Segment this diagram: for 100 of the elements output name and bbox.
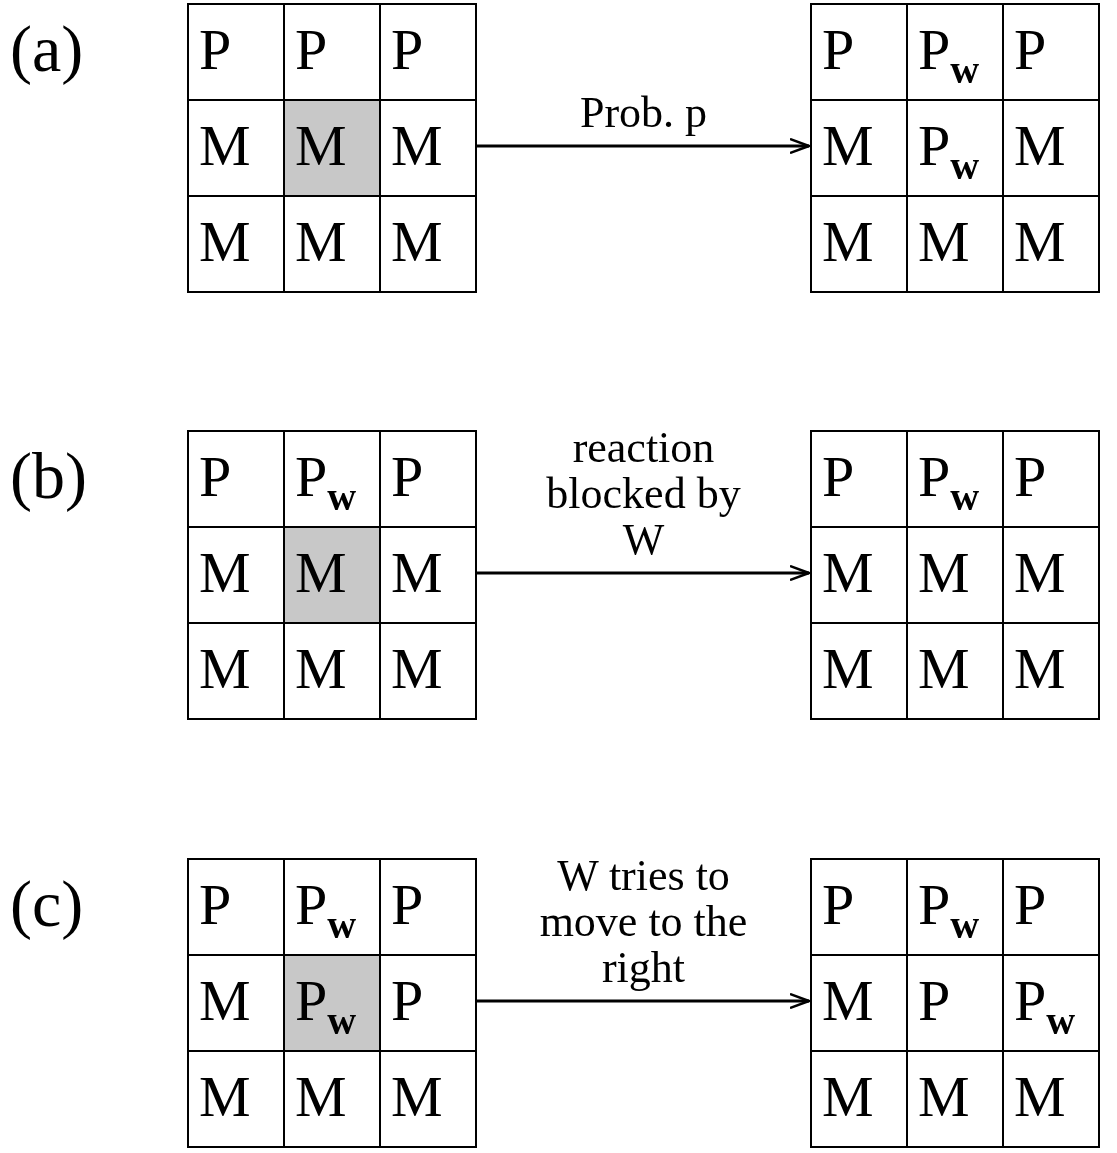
lattice-cell xyxy=(812,860,908,956)
lattice-cell xyxy=(812,197,908,293)
cell-symbol: P$_{w}$ xyxy=(295,872,357,938)
cell-symbol: M xyxy=(391,636,443,702)
cell-symbol: M xyxy=(822,540,874,606)
lattice-cell xyxy=(812,5,908,101)
lattice-grid xyxy=(810,858,1100,1148)
lattice-cell xyxy=(908,1052,1004,1148)
lattice-cell xyxy=(908,860,1004,956)
lattice-grid xyxy=(810,3,1100,293)
panel-label: (b) xyxy=(10,440,87,512)
lattice-cell xyxy=(381,624,477,720)
lattice-cell xyxy=(285,197,381,293)
lattice-cell xyxy=(908,528,1004,624)
cell-symbol: P xyxy=(918,968,951,1034)
cell-symbol: M xyxy=(391,113,443,179)
cell-symbol: P xyxy=(1014,872,1047,938)
cell-symbol: M xyxy=(822,636,874,702)
cell-symbol: M xyxy=(199,540,251,606)
lattice-cell xyxy=(1004,101,1100,197)
cell-symbol: P$_{w}$ xyxy=(1014,968,1076,1034)
lattice-grid xyxy=(187,3,477,293)
cell-symbol: M xyxy=(295,209,347,275)
cell-symbol: M xyxy=(1014,540,1066,606)
cell-symbol: P$_{w}$ xyxy=(295,444,357,510)
cell-symbol: M xyxy=(199,113,251,179)
cell-symbol: P xyxy=(391,872,424,938)
lattice-cell xyxy=(812,432,908,528)
cell-symbol: M xyxy=(391,1064,443,1130)
cell-symbol: M xyxy=(822,968,874,1034)
cell-symbol: P xyxy=(391,444,424,510)
lattice-cell xyxy=(189,1052,285,1148)
lattice-cell xyxy=(1004,1052,1100,1148)
cell-symbol: P xyxy=(391,968,424,1034)
arrow xyxy=(477,992,811,1010)
lattice-cell xyxy=(812,1052,908,1148)
cell-symbol: M xyxy=(822,1064,874,1130)
panel-label: (c) xyxy=(10,868,84,940)
cell-symbol: P xyxy=(1014,444,1047,510)
lattice-cell xyxy=(381,101,477,197)
lattice-cell xyxy=(189,432,285,528)
lattice-cell xyxy=(285,624,381,720)
lattice-cell xyxy=(1004,956,1100,1052)
cell-symbol: M xyxy=(918,636,970,702)
cell-symbol: P xyxy=(391,17,424,83)
cell-symbol: M xyxy=(199,1064,251,1130)
cell-symbol: P$_{w}$ xyxy=(918,17,980,83)
cell-symbol: M xyxy=(295,1064,347,1130)
lattice-cell xyxy=(381,432,477,528)
lattice-cell xyxy=(285,528,381,624)
cell-symbol: P$_{w}$ xyxy=(295,968,357,1034)
cell-symbol: M xyxy=(822,209,874,275)
lattice-cell xyxy=(189,624,285,720)
lattice-cell xyxy=(908,5,1004,101)
lattice-cell xyxy=(381,1052,477,1148)
lattice-cell xyxy=(381,860,477,956)
lattice-cell xyxy=(285,956,381,1052)
cell-symbol: P xyxy=(199,872,232,938)
cell-symbol: M xyxy=(918,209,970,275)
lattice-cell xyxy=(812,624,908,720)
lattice-cell xyxy=(1004,624,1100,720)
cell-symbol: M xyxy=(199,968,251,1034)
cell-symbol: P xyxy=(822,444,855,510)
lattice-cell xyxy=(908,624,1004,720)
lattice-cell xyxy=(908,956,1004,1052)
lattice-cell xyxy=(381,528,477,624)
lattice-grid xyxy=(187,858,477,1148)
cell-symbol: M xyxy=(391,540,443,606)
lattice-cell xyxy=(1004,432,1100,528)
cell-symbol: P xyxy=(1014,17,1047,83)
cell-symbol: M xyxy=(918,1064,970,1130)
lattice-cell xyxy=(1004,860,1100,956)
lattice-cell xyxy=(1004,197,1100,293)
cell-symbol: P xyxy=(822,872,855,938)
lattice-cell xyxy=(285,1052,381,1148)
lattice-cell xyxy=(812,956,908,1052)
lattice-cell xyxy=(812,101,908,197)
lattice-cell xyxy=(812,528,908,624)
cell-symbol: M xyxy=(199,209,251,275)
cell-symbol: M xyxy=(199,636,251,702)
lattice-cell xyxy=(1004,5,1100,101)
cell-symbol: M xyxy=(295,636,347,702)
lattice-cell xyxy=(189,197,285,293)
lattice-cell xyxy=(189,5,285,101)
cell-symbol: M xyxy=(295,540,347,606)
cell-symbol: P$_{w}$ xyxy=(918,113,980,179)
cell-symbol: M xyxy=(822,113,874,179)
lattice-cell xyxy=(381,5,477,101)
lattice-cell xyxy=(908,197,1004,293)
lattice-cell xyxy=(381,956,477,1052)
cell-symbol: P xyxy=(822,17,855,83)
lattice-grid xyxy=(187,430,477,720)
cell-symbol: M xyxy=(1014,636,1066,702)
cell-symbol: P xyxy=(199,17,232,83)
arrow xyxy=(477,137,811,155)
cell-symbol: P$_{w}$ xyxy=(918,872,980,938)
cell-symbol: M xyxy=(391,209,443,275)
arrow xyxy=(477,564,811,582)
cell-symbol: P xyxy=(199,444,232,510)
panel-label: (a) xyxy=(10,13,84,85)
